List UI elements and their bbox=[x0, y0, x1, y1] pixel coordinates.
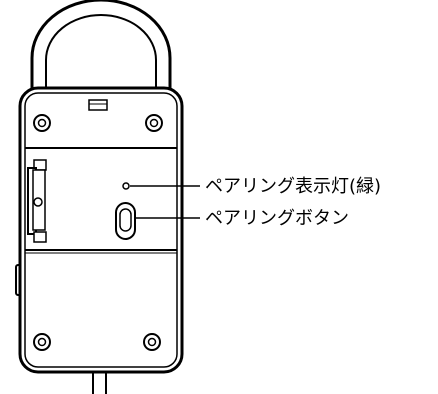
screw-top-right bbox=[145, 114, 163, 132]
device-body-inner bbox=[24, 92, 178, 368]
device-body bbox=[18, 86, 184, 374]
pairing-led-icon bbox=[122, 182, 130, 190]
pairing-button-label: ペアリングボタン bbox=[205, 208, 349, 229]
cable bbox=[92, 370, 107, 394]
screw-bottom-left bbox=[33, 333, 51, 351]
pairing-button-icon bbox=[115, 202, 136, 240]
hanging-loop bbox=[30, 0, 172, 95]
slide-switch bbox=[27, 159, 47, 243]
screw-bottom-right bbox=[143, 333, 161, 351]
screw-top-left bbox=[33, 114, 51, 132]
top-tab bbox=[88, 99, 108, 111]
pairing-led-label: ペアリング表示灯(緑) bbox=[205, 176, 381, 197]
hanging-loop-inner bbox=[45, 14, 157, 95]
